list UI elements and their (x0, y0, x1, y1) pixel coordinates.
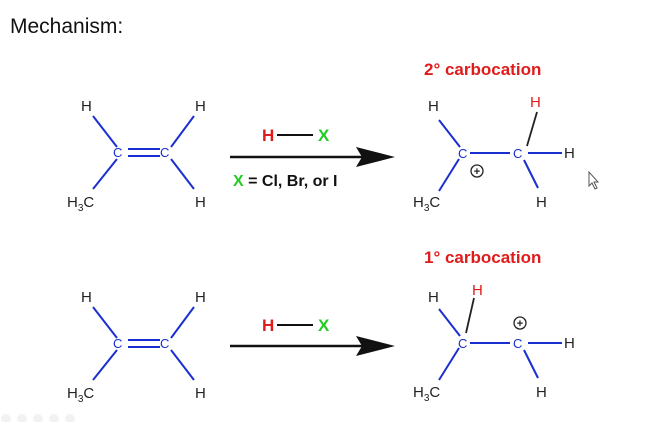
bond (438, 308, 461, 337)
slide-nav-dots[interactable] (1, 414, 75, 422)
atom-h: H (195, 194, 206, 211)
bond-h-c1 (92, 115, 118, 148)
reaction-arrow-bottom (230, 336, 395, 356)
secondary-carbocation: H C + C H H H H3C (413, 94, 575, 214)
atom-h: H (195, 289, 206, 306)
methyl-label: H3C (413, 194, 440, 214)
bond (170, 349, 195, 381)
methyl-label: H3C (67, 385, 94, 405)
reagent-x: X (318, 126, 330, 145)
secondary-carbocation-label: 2° carbocation (424, 60, 541, 79)
bond (170, 306, 195, 339)
bond (92, 306, 118, 339)
atom-h: H (564, 335, 575, 352)
halogen-conditions: X = Cl, Br, or I (233, 173, 337, 190)
methyl-label: H3C (413, 384, 440, 404)
atom-c: C (113, 336, 122, 351)
bond (523, 159, 539, 189)
bond (465, 297, 475, 334)
reagent-top: H X (262, 126, 330, 145)
bond-c2-h-up (170, 115, 195, 148)
page-title: Mechanism: (10, 15, 123, 38)
reagent-x: X (318, 316, 330, 335)
atom-c: C (113, 145, 122, 160)
mouse-cursor-icon (588, 170, 600, 190)
atom-h: H (81, 98, 92, 115)
atom-h: H (195, 98, 206, 115)
atom-c: C (458, 336, 467, 351)
bond (92, 349, 118, 381)
reaction-arrow-top (230, 147, 395, 167)
bond (438, 119, 461, 148)
bond-c2-h-down (170, 158, 195, 190)
bond (523, 349, 539, 379)
atom-h-added: H (472, 282, 483, 299)
atom-c: C (513, 336, 522, 351)
bond (438, 347, 460, 381)
primary-carbocation: H H C C + H H H3C (413, 282, 575, 404)
alkene-top: H C C H H H3C (67, 98, 206, 214)
bond (438, 158, 460, 192)
bond-ch3-c1 (92, 158, 118, 190)
reagent-h: H (262, 126, 274, 145)
charge-sign: + (474, 166, 480, 178)
atom-h: H (81, 289, 92, 306)
positive-charge-icon (470, 164, 484, 178)
atom-c: C (513, 146, 522, 161)
charge-sign: + (517, 318, 523, 330)
atom-h: H (428, 289, 439, 306)
atom-h: H (536, 194, 547, 211)
atom-c: C (458, 146, 467, 161)
atom-h: H (564, 145, 575, 162)
positive-charge-icon (513, 316, 527, 330)
atom-h: H (195, 385, 206, 402)
atom-h: H (536, 384, 547, 401)
atom-h: H (428, 98, 439, 115)
reagent-h: H (262, 316, 274, 335)
atom-h-added: H (530, 94, 541, 111)
alkene-bottom: H C C H H H3C (67, 289, 206, 405)
bond (526, 111, 538, 147)
atom-c: C (160, 336, 169, 351)
reagent-bottom: H X (262, 316, 330, 335)
atom-c: C (160, 145, 169, 160)
primary-carbocation-label: 1° carbocation (424, 248, 541, 267)
methyl-label: H3C (67, 194, 94, 214)
